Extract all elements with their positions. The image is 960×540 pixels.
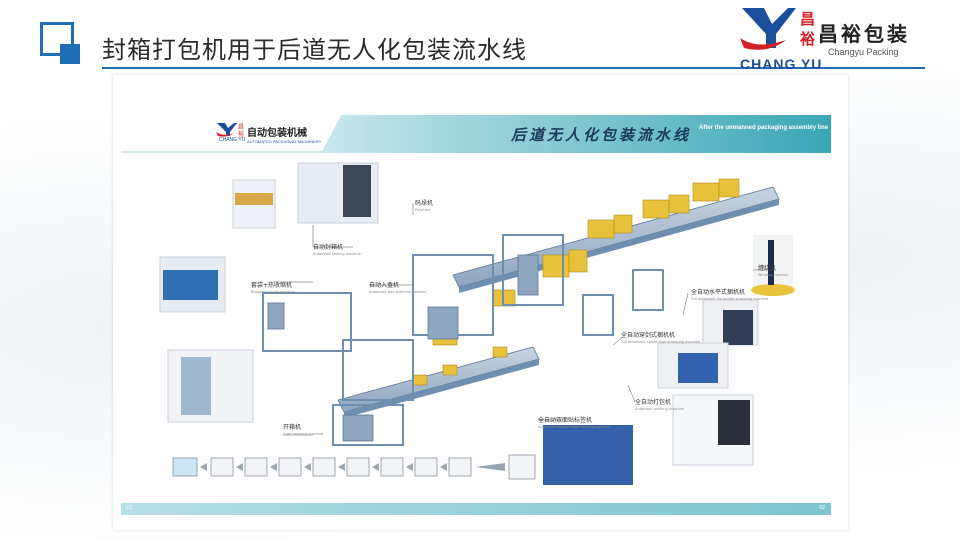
machine-frames: [262, 234, 664, 446]
lower-conveyor: [337, 346, 540, 418]
banner-subtitle: After the unmanned packaging assembly li…: [699, 125, 829, 131]
svg-text:裕: 裕: [799, 30, 815, 48]
page-number-right: 02: [819, 505, 825, 511]
logo-english-name: Changyu Packing: [828, 47, 899, 57]
box-flow-sequence: [172, 454, 536, 480]
machine-bodies: [267, 254, 539, 442]
callout-lines: [273, 203, 774, 436]
svg-text:裕: 裕: [238, 130, 244, 138]
company-logo: 昌 裕 昌裕包装 Changyu Packing CHANG YU: [738, 4, 938, 72]
flow-arrows: [200, 463, 505, 471]
banner-right-panel: [321, 115, 831, 153]
production-line-illustration: [159, 162, 795, 485]
changyu-logo-icon: 昌 裕: [740, 8, 815, 50]
poster-banner: 昌 裕 自动包装机械 CHANG YU AUTOMATED PACKAGING …: [121, 115, 831, 153]
machine-photos: [159, 162, 795, 485]
banner-title: 后道无人化包装流水线: [511, 126, 692, 144]
title-square-icon: [40, 22, 82, 64]
page-title: 封箱打包机用于后道无人化包装流水线: [102, 36, 527, 64]
logo-brand-text: CHANG YU: [740, 56, 823, 72]
mini-logo-brand: CHANG YU: [219, 137, 246, 143]
header-divider: [102, 67, 925, 69]
svg-text:昌: 昌: [800, 10, 815, 28]
production-line-poster: 昌 裕 自动包装机械 CHANG YU AUTOMATED PACKAGING …: [113, 75, 848, 530]
mini-logo-icon: 昌 裕: [216, 123, 244, 138]
poster-footer: 01 02: [121, 503, 831, 515]
logo-chinese-name: 昌裕包装: [818, 22, 910, 46]
mini-logo-chinese: 自动包装机械: [247, 128, 307, 139]
banner-left-panel: [121, 115, 336, 153]
page-number-left: 01: [127, 505, 133, 511]
svg-text:昌: 昌: [238, 124, 244, 131]
mini-logo-english: AUTOMATED PACKAGING MACHINERY: [247, 139, 322, 144]
main-conveyor: [452, 186, 780, 293]
